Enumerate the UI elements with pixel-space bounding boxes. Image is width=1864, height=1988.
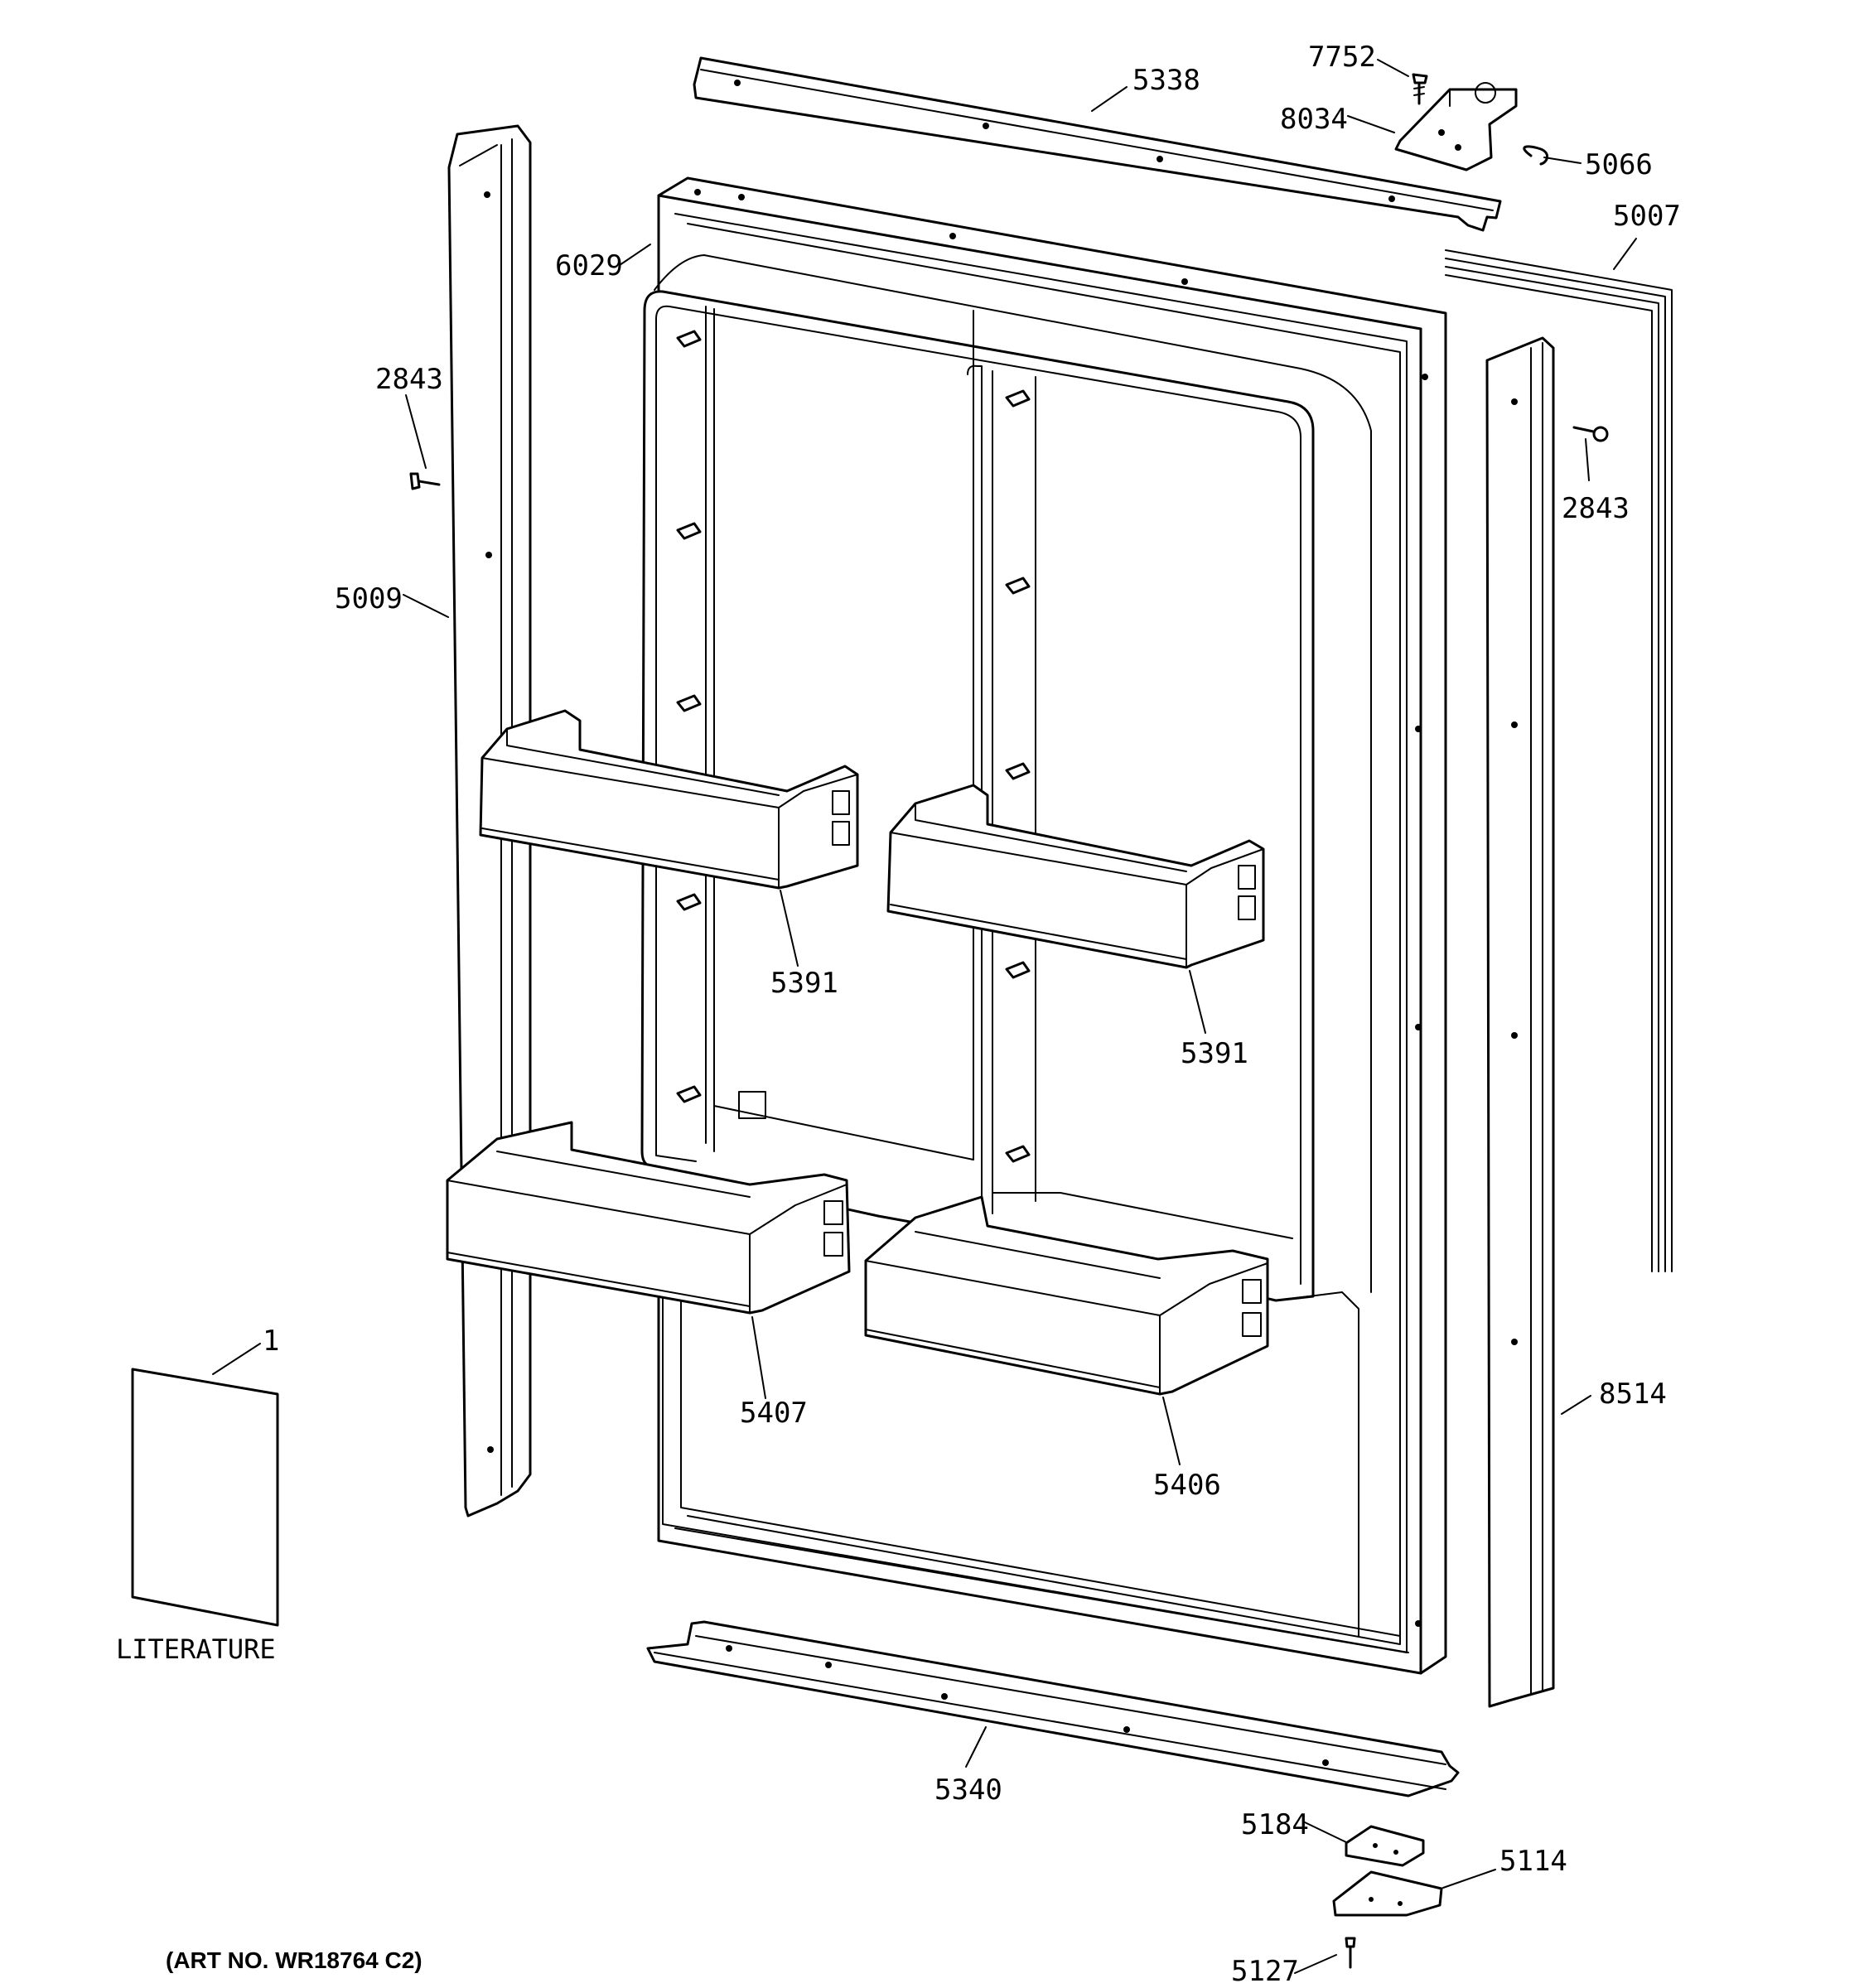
- literature-booklet-part-1: [131, 1368, 279, 1627]
- gasket-part-5007: [1445, 249, 1673, 1272]
- clip-part-5066: [1523, 145, 1548, 166]
- door-bin-part-5406: [864, 1195, 1269, 1396]
- door-bin-part-5391-right: [886, 784, 1265, 969]
- callout-5114: 5114: [1499, 1845, 1567, 1878]
- hinge-part-8034: [1394, 82, 1518, 171]
- callout-5406: 5406: [1153, 1469, 1221, 1502]
- callout-5391-right: 5391: [1181, 1037, 1248, 1070]
- screw-part-2843-left: [409, 472, 441, 490]
- bottom-trim-part-5340: [646, 1620, 1460, 1797]
- art-number: (ART NO. WR18764 C2): [166, 1947, 423, 1973]
- screw-part-5127: [1345, 1937, 1356, 1969]
- leader-lines: [212, 59, 1637, 1974]
- callout-5340: 5340: [934, 1773, 1002, 1807]
- callout-5184: 5184: [1241, 1808, 1309, 1841]
- callout-5066: 5066: [1585, 148, 1653, 181]
- callout-5407: 5407: [740, 1397, 808, 1430]
- hinge-plate-part-5114: [1332, 1870, 1443, 1917]
- top-trim-part-5338: [693, 56, 1502, 232]
- callout-5007: 5007: [1613, 200, 1681, 233]
- literature-label: LITERATURE: [116, 1633, 276, 1665]
- callout-5009: 5009: [335, 582, 403, 615]
- callout-1: 1: [263, 1325, 279, 1358]
- door-bin-part-5391-left: [479, 709, 859, 890]
- callout-8514: 8514: [1599, 1378, 1667, 1411]
- callout-7752: 7752: [1308, 41, 1376, 74]
- right-trim-part-8514: [1485, 336, 1555, 1708]
- plate-part-5184: [1345, 1825, 1425, 1867]
- callout-5338: 5338: [1132, 64, 1200, 97]
- screw-part-7752: [1412, 73, 1428, 105]
- callout-5127: 5127: [1231, 1955, 1299, 1988]
- callout-2843-right: 2843: [1562, 492, 1630, 525]
- screw-part-2843-right: [1572, 426, 1609, 442]
- callout-6029: 6029: [555, 249, 623, 282]
- callout-5391-left: 5391: [770, 967, 838, 1000]
- callout-2843-left: 2843: [375, 363, 443, 396]
- door-bin-part-5407: [446, 1121, 851, 1315]
- callout-8034: 8034: [1280, 103, 1348, 136]
